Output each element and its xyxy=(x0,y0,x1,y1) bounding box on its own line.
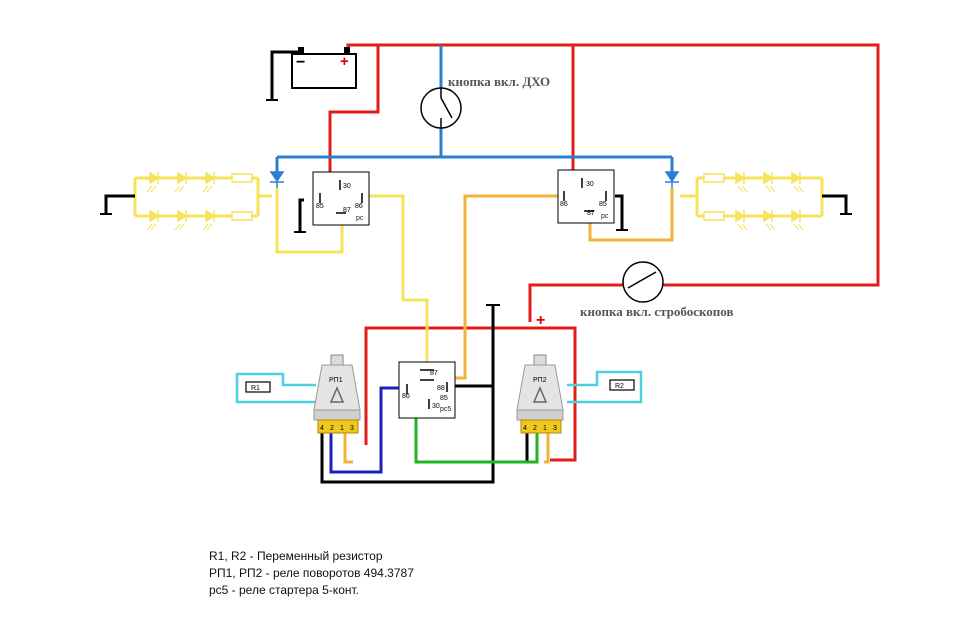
left-relay-pin85: 85 xyxy=(316,203,324,210)
right-flasher-pin-1: 1 xyxy=(543,425,547,432)
left-flasher-relay: РП1 4 2 1 3 xyxy=(313,354,361,434)
left-flasher-pin-4: 4 xyxy=(320,425,324,432)
resistor-r1[interactable]: R1 xyxy=(245,381,271,393)
right-relay-pin86: 86 xyxy=(560,201,568,208)
right-flasher-pin-2: 2 xyxy=(533,425,537,432)
right-relay-tag: рс xyxy=(601,213,609,220)
legend-line: R1, R2 - Переменный резистор xyxy=(209,549,383,563)
resistor-r2[interactable]: R2 xyxy=(609,379,635,391)
yellow-wires xyxy=(133,176,824,375)
diode-icon xyxy=(664,171,680,188)
right-relay: 30 86 85 87 рс xyxy=(557,169,615,224)
drl-switch[interactable] xyxy=(420,87,462,129)
strobe-button-label: кнопка вкл. стробоскопов xyxy=(580,304,733,319)
blue-wires xyxy=(275,45,674,172)
center-relay-pin86: 86 xyxy=(402,393,410,400)
left-led-cluster xyxy=(146,171,253,231)
right-relay-pin30: 30 xyxy=(586,181,594,188)
left-flasher-pin-1: 1 xyxy=(340,425,344,432)
led-rays xyxy=(737,185,804,231)
center-relay-pin87: 87 xyxy=(430,370,438,377)
center-relay: 87 88 86 85 30 рс5 xyxy=(398,361,456,419)
left-flasher-name: РП1 xyxy=(329,377,343,384)
led-icon xyxy=(735,171,802,223)
battery-plus: + xyxy=(340,53,349,70)
supply-plus-sign: + xyxy=(536,312,545,329)
left-relay-pin87: 87 xyxy=(343,207,351,214)
legend: R1, R2 - Переменный резистор РП1, РП2 - … xyxy=(209,548,414,599)
diode-icon xyxy=(269,171,285,188)
center-relay-pin85: 85 xyxy=(440,395,448,402)
resistor-r1-label: R1 xyxy=(251,385,260,392)
center-relay-pin88: 88 xyxy=(437,385,445,392)
right-flasher-pin-3: 3 xyxy=(553,425,557,432)
right-relay-pin87: 87 xyxy=(587,210,595,217)
cyan-wires xyxy=(235,370,643,404)
left-flasher-pin-3: 3 xyxy=(350,425,354,432)
battery-minus: − xyxy=(296,54,305,71)
right-flasher-name: РП2 xyxy=(533,377,547,384)
right-led-cluster xyxy=(703,171,804,231)
left-relay-tag: рс xyxy=(356,215,364,222)
led-icon xyxy=(149,171,216,223)
led-rays xyxy=(146,185,213,231)
left-relay-pin86: 86 xyxy=(355,203,363,210)
strobe-switch[interactable] xyxy=(622,261,664,303)
dark-blue-wire xyxy=(329,386,406,474)
left-relay: 30 85 86 87 рс xyxy=(312,171,370,226)
left-relay-pin30: 30 xyxy=(343,183,351,190)
battery: − + xyxy=(291,47,357,89)
legend-line: РП1, РП2 - реле поворотов 494.3787 xyxy=(209,566,414,580)
black-wires xyxy=(104,50,848,484)
drl-button-label: кнопка вкл. ДХО xyxy=(448,74,550,89)
legend-line: рс5 - реле стартера 5-конт. xyxy=(209,583,359,597)
ground-symbols xyxy=(100,99,852,306)
center-relay-pin30: 30 xyxy=(432,403,440,410)
right-flasher-pin-4: 4 xyxy=(523,425,527,432)
right-relay-pin85: 85 xyxy=(599,201,607,208)
center-relay-tag: рс5 xyxy=(440,406,451,413)
right-flasher-relay: РП2 4 2 1 3 xyxy=(516,354,564,434)
resistor-r2-label: R2 xyxy=(615,383,624,390)
left-flasher-pin-2: 2 xyxy=(330,425,334,432)
